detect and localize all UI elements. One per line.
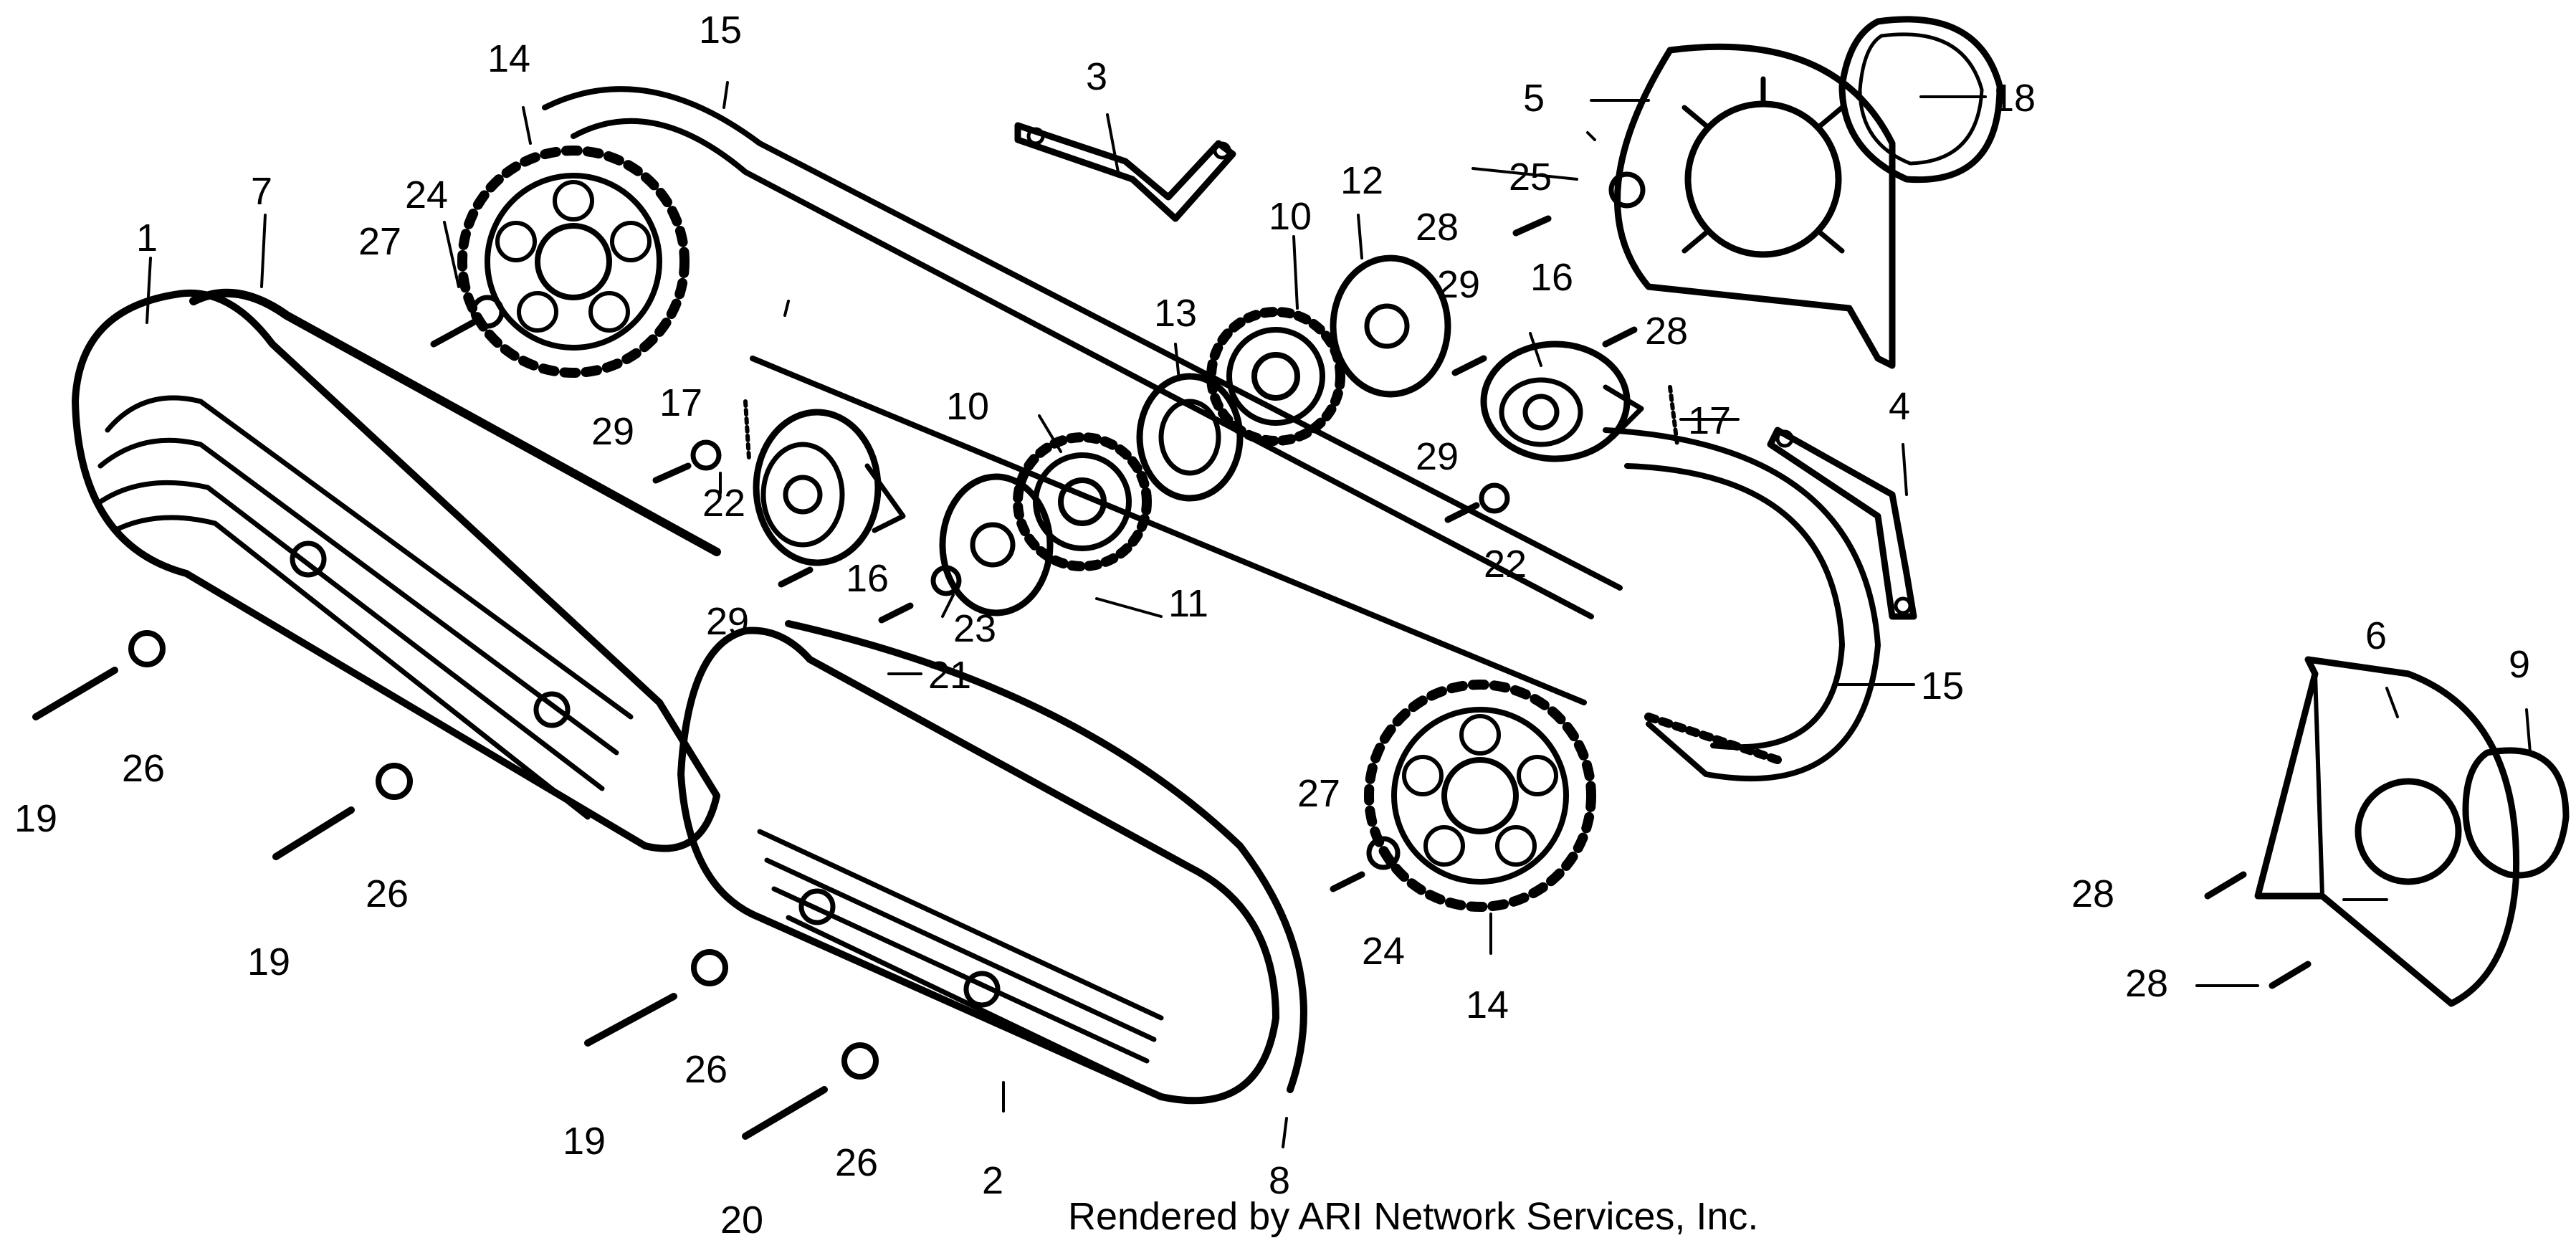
label-23: 23: [953, 607, 996, 650]
crank-pulley-flange: [939, 473, 1054, 616]
callout-labels: 1 2 3 4 5 6 7 8 9 10 10 11 12 13 14 14 1…: [14, 9, 2530, 1242]
crank-pulley-left: [1013, 432, 1152, 571]
label-26c: 26: [684, 1048, 728, 1091]
upper-cover-gasket: [189, 288, 721, 556]
lower-timing-cover: [677, 627, 1279, 1105]
label-9: 9: [2509, 643, 2530, 686]
timing-plate: [1136, 373, 1244, 502]
cam-pulley-upper: [462, 151, 684, 373]
label-29a: 29: [591, 410, 634, 453]
upper-back-plate-gasket: [1838, 16, 2003, 184]
label-27b: 27: [1297, 772, 1340, 815]
label-6: 6: [2365, 614, 2387, 657]
label-14a: 14: [487, 37, 530, 80]
label-22a: 22: [702, 482, 745, 525]
label-26d: 26: [835, 1141, 878, 1184]
fasteners: [32, 171, 2312, 1140]
credit-text: Rendered by ARI Network Services, Inc.: [1068, 1195, 1758, 1238]
label-26b: 26: [366, 872, 409, 915]
tensioner-pulley-right: [1480, 340, 1644, 462]
label-16a: 16: [846, 557, 889, 600]
lower-back-plate: [2254, 656, 2520, 1007]
label-24a: 24: [405, 173, 448, 216]
label-14b: 14: [1466, 984, 1509, 1027]
label-24b: 24: [1362, 930, 1405, 973]
label-28c: 28: [2071, 872, 2114, 915]
label-4: 4: [1889, 385, 1910, 428]
lower-back-plate-gasket: [2462, 747, 2570, 879]
label-8: 8: [1269, 1159, 1290, 1202]
label-28d: 28: [2125, 962, 2168, 1005]
label-1: 1: [136, 216, 158, 259]
label-28b: 28: [1645, 310, 1688, 353]
lower-cover-gasket: [785, 620, 1307, 1093]
timing-belt: [542, 86, 1881, 782]
label-25: 25: [1509, 156, 1552, 199]
label-16b: 16: [1530, 256, 1573, 299]
label-26a: 26: [122, 747, 165, 790]
label-19b: 19: [247, 940, 290, 984]
label-27a: 27: [358, 220, 401, 263]
label-28a: 28: [1416, 206, 1459, 249]
crank-pulley-right: [1206, 307, 1345, 446]
label-13: 13: [1154, 292, 1197, 335]
label-3: 3: [1086, 55, 1107, 98]
crank-pulley-guide-plate: [1330, 254, 1451, 398]
label-29c: 29: [1437, 263, 1480, 306]
tensioner-pulley-left: [753, 409, 906, 566]
label-11: 11: [1168, 582, 1208, 625]
label-15b: 15: [1921, 665, 1964, 708]
label-10b: 10: [1269, 195, 1312, 238]
label-5: 5: [1523, 77, 1545, 120]
label-29d: 29: [1416, 435, 1459, 478]
label-29b: 29: [706, 600, 749, 643]
upper-timing-cover: [72, 289, 720, 852]
label-2: 2: [982, 1159, 1003, 1202]
label-18: 18: [1993, 77, 2036, 120]
cam-pulley-lower: [1369, 685, 1591, 907]
label-15a: 15: [699, 9, 742, 52]
label-17a: 17: [659, 381, 702, 424]
label-20: 20: [720, 1199, 763, 1242]
label-22b: 22: [1484, 543, 1527, 586]
leader-lines: [146, 81, 2532, 1148]
label-12: 12: [1340, 159, 1383, 202]
belt-guide-bracket-lower: [1767, 427, 1917, 620]
label-10a: 10: [946, 385, 989, 428]
belt-guide-bracket-upper: [1014, 122, 1236, 222]
label-19a: 19: [14, 797, 57, 840]
label-17b: 17: [1688, 399, 1731, 442]
label-19c: 19: [563, 1120, 606, 1163]
label-21: 21: [928, 654, 971, 697]
upper-back-plate: [1614, 43, 1896, 369]
label-7: 7: [251, 170, 272, 213]
